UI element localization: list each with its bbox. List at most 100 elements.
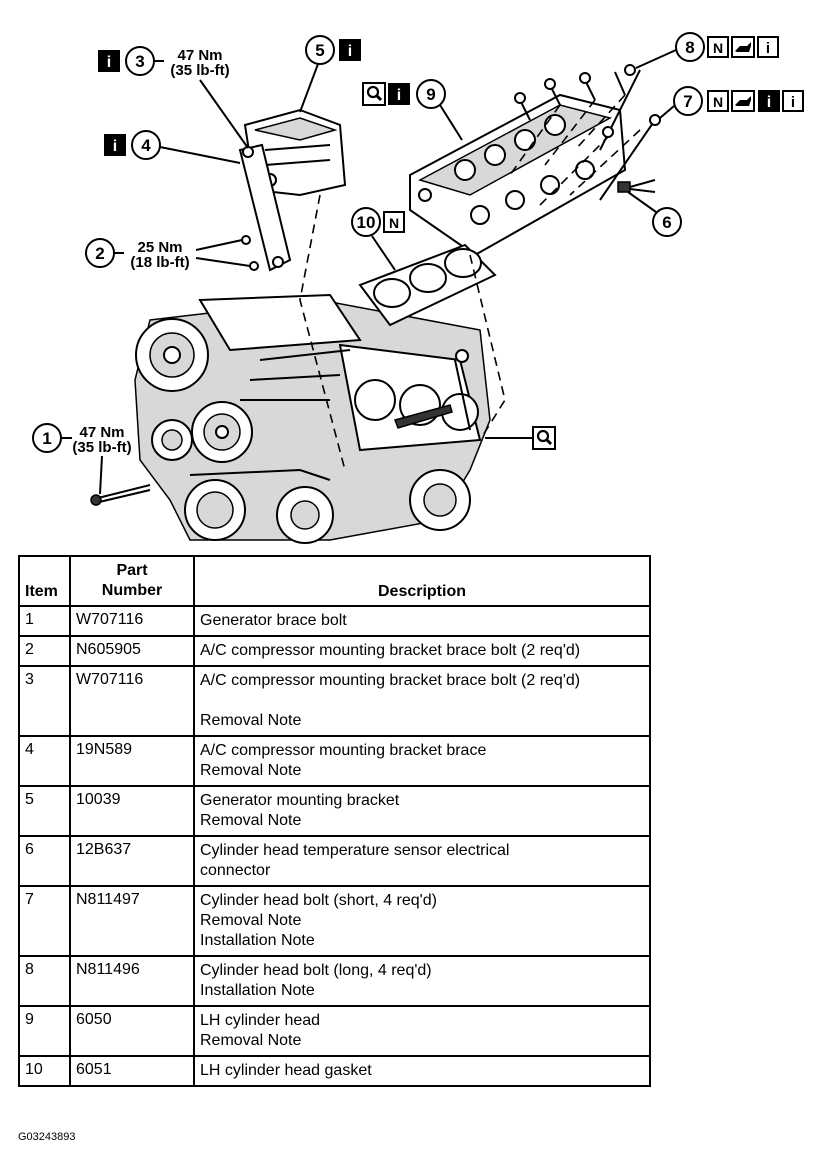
callout-number: 3	[135, 52, 144, 71]
cell-part-number: 12B637	[69, 835, 195, 887]
callout-number: 4	[141, 136, 151, 155]
description-line: Removal Note	[200, 762, 302, 779]
description-line: A/C compressor mounting bracket brace bo…	[200, 642, 581, 659]
callout-2: 2 25 Nm (18 lb-ft)	[85, 238, 251, 271]
description-line: Removal Note	[200, 912, 302, 929]
torque-nm: 25 Nm	[137, 239, 182, 256]
description-line: connector	[200, 862, 271, 879]
cell-description: A/C compressor mounting bracket brace bo…	[193, 635, 651, 667]
cell-item: 9	[18, 1005, 71, 1057]
torque-lbft: (35 lb-ft)	[72, 439, 131, 456]
inspect-symbol	[485, 425, 557, 451]
description-line: Cylinder head bolt (long, 4 req'd)	[200, 962, 432, 979]
description-line: Installation Note	[200, 982, 315, 999]
cell-description: Cylinder head temperature sensor electri…	[193, 835, 651, 887]
header-description: Description	[193, 555, 651, 607]
cell-description: LH cylinder head gasket	[193, 1055, 651, 1087]
torque-nm: 47 Nm	[177, 47, 222, 64]
cell-part-number: 10039	[69, 785, 195, 837]
cell-part-number: W707116	[69, 605, 195, 637]
torque-lbft: (18 lb-ft)	[130, 254, 189, 271]
cylinder-head	[409, 93, 627, 257]
description-line: LH cylinder head gasket	[200, 1062, 372, 1079]
callout-3: 3 47 Nm (35 lb-ft)	[98, 46, 249, 149]
info-icon	[758, 90, 780, 112]
description-line: Cylinder head bolt (short, 4 req'd)	[200, 892, 437, 909]
engine-block	[134, 293, 491, 541]
callout-10: 10	[351, 207, 405, 271]
callout-9: 9	[361, 79, 463, 141]
cell-description: Cylinder head bolt (long, 4 req'd) Instal…	[193, 955, 651, 1007]
header-part-number: Part Number	[69, 555, 195, 607]
alignment-lines	[299, 194, 506, 471]
figure-id: G03243893	[18, 1131, 76, 1143]
info-icon	[339, 39, 361, 61]
callout-1: 1 47 Nm (35 lb-ft)	[32, 423, 132, 495]
cell-part-number: 19N589	[69, 735, 195, 787]
callout-number: 1	[42, 429, 51, 448]
callout-8: 8	[635, 32, 779, 69]
cell-item: 5	[18, 785, 71, 837]
callout-5: 5	[299, 35, 361, 113]
description-line: Cylinder head temperature sensor electri…	[200, 842, 510, 859]
callout-4: 4	[104, 130, 241, 164]
description-line: Generator brace bolt	[200, 612, 347, 629]
torque-lbft: (35 lb-ft)	[170, 62, 229, 79]
description-line: Removal Note	[200, 712, 302, 729]
magnifier-icon	[361, 81, 387, 107]
callout-number: 8	[685, 38, 694, 57]
cell-item: 4	[18, 735, 71, 787]
cylinder-head-bolts	[509, 64, 661, 206]
oil-can-icon	[731, 90, 755, 112]
cell-part-number: N811497	[69, 885, 195, 957]
header-item: Item	[18, 555, 71, 607]
exploded-view-diagram: i i N	[32, 32, 804, 544]
cell-part-number: 6051	[69, 1055, 195, 1087]
cell-description: Generator brace bolt	[193, 605, 651, 637]
cell-part-number: N811496	[69, 955, 195, 1007]
magnifier-icon	[531, 425, 557, 451]
description-line: A/C compressor mounting bracket brace bo…	[200, 672, 581, 689]
cell-item: 7	[18, 885, 71, 957]
cell-item: 1	[18, 605, 71, 637]
cell-item: 6	[18, 835, 71, 887]
callout-number: 5	[315, 41, 324, 60]
callout-number: 7	[683, 92, 692, 111]
cell-description: Cylinder head bolt (short, 4 req'd) Remov…	[193, 885, 651, 957]
generator-brace-bolt	[90, 484, 151, 506]
oil-can-icon	[731, 36, 755, 58]
new-part-icon	[383, 211, 405, 233]
head-gasket	[358, 243, 497, 327]
info-icon	[104, 134, 126, 156]
temperature-sensor-connector	[617, 179, 656, 193]
callout-number: 9	[426, 85, 435, 104]
callout-number: 10	[357, 213, 376, 232]
cell-part-number: 6050	[69, 1005, 195, 1057]
cell-description: A/C compressor mounting bracket brace bo…	[193, 665, 651, 737]
description-line: Generator mounting bracket	[200, 792, 400, 809]
description-line	[200, 691, 644, 711]
description-line: Removal Note	[200, 1032, 302, 1049]
callout-6: 6	[627, 191, 682, 237]
description-line: Installation Note	[200, 932, 315, 949]
accessory-pulleys	[135, 318, 471, 544]
info-icon	[98, 50, 120, 72]
new-part-icon	[707, 36, 729, 58]
torque-nm: 47 Nm	[79, 424, 124, 441]
callout-7: 7	[659, 86, 804, 119]
cell-item: 8	[18, 955, 71, 1007]
